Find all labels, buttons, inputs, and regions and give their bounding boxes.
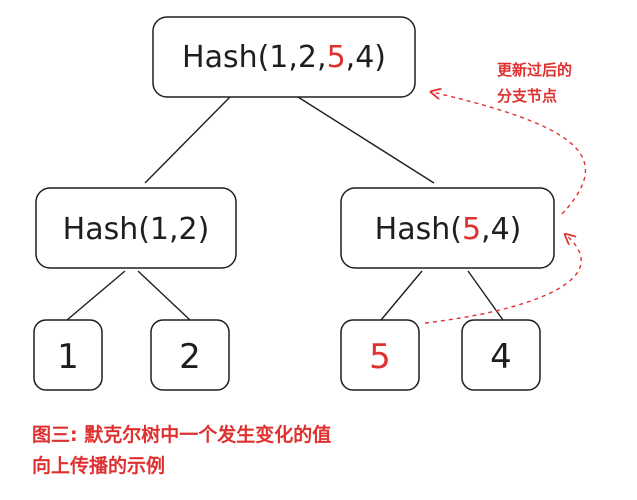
right-branch-box	[340, 187, 555, 269]
leaf-label-4: 4	[490, 337, 512, 377]
root-node: Hash(1,2,5,4)	[152, 16, 416, 98]
leaf-label-5: 5	[369, 337, 391, 377]
leaf-node-5: 5	[340, 319, 420, 391]
edge-right-leaf4	[467, 270, 504, 321]
edge-root-left	[144, 96, 231, 184]
leaf-node-2: 2	[150, 319, 230, 391]
annotation-line-2: 分支节点	[497, 87, 557, 105]
right-highlight: 5	[462, 212, 481, 247]
leaf-box-2	[150, 319, 230, 391]
root-prefix: Hash(1,2,	[182, 40, 327, 75]
root-node-label: Hash(1,2,5,4)	[182, 40, 386, 75]
propagation-arrow-branch-to-root	[432, 92, 587, 215]
root-highlight: 5	[327, 40, 346, 75]
right-branch-node: Hash(5,4)	[340, 187, 555, 269]
tree-edges	[66, 96, 504, 321]
leaf-box-5	[340, 319, 420, 391]
caption-line-2: 向上传播的示例	[32, 454, 165, 477]
leaf-node-4: 4	[461, 319, 541, 391]
edge-root-right	[297, 96, 435, 184]
right-prefix: Hash(	[375, 212, 462, 247]
annotation-line-1: 更新过后的	[497, 61, 572, 79]
leaf-label-2: 2	[179, 337, 201, 377]
leaf-box-4	[461, 319, 541, 391]
left-branch-node: Hash(1,2)	[35, 187, 237, 269]
leaf-node-1: 1	[33, 319, 103, 391]
leaf-box-1	[33, 319, 103, 391]
left-branch-label: Hash(1,2)	[63, 212, 210, 247]
right-suffix: ,4)	[481, 212, 521, 247]
edge-right-leaf5	[380, 270, 423, 321]
propagation-arrow-leaf-to-branch	[424, 235, 582, 324]
edge-left-leaf2	[137, 270, 191, 321]
right-branch-label: Hash(5,4)	[375, 212, 522, 247]
left-branch-box	[35, 187, 237, 269]
root-suffix: ,4)	[346, 40, 386, 75]
caption-line-1: 图三: 默克尔树中一个发生变化的值	[32, 423, 331, 446]
leaf-label-1: 1	[57, 337, 79, 377]
root-node-box	[152, 16, 416, 98]
edge-left-leaf1	[66, 270, 126, 321]
